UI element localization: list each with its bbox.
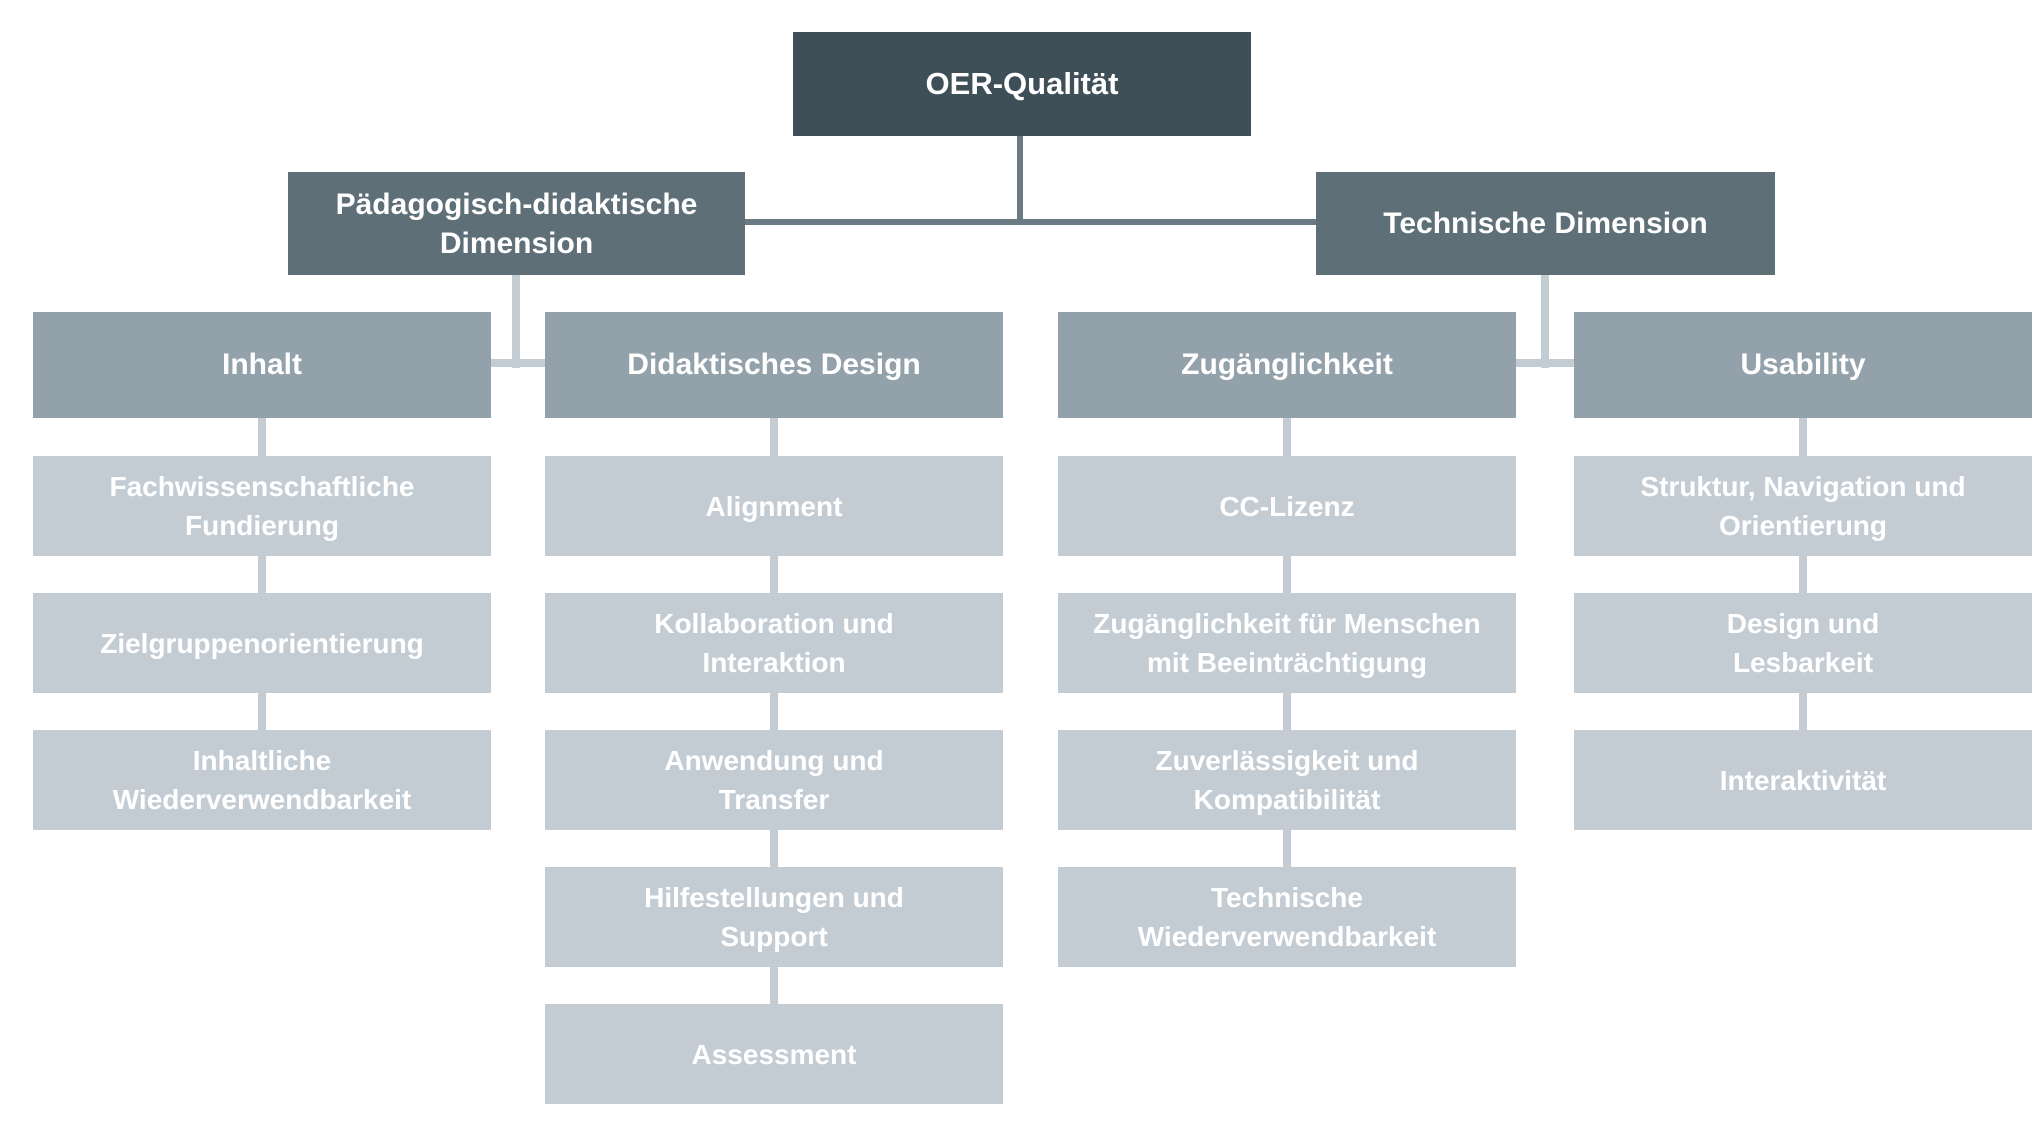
item-node-zuverlaessigkeit-und-kompatibilitaet: Zuverlässigkeit und Kompatibilität bbox=[1058, 730, 1516, 830]
item-node-struktur-navigation-orientierung: Struktur, Navigation und Orientierung bbox=[1574, 456, 2032, 556]
connector-paedagogisch-horizontal bbox=[491, 359, 545, 367]
root-node-oer-qualitaet: OER-Qualität bbox=[793, 32, 1251, 136]
item-node-inhaltliche-wiederverwendbarkeit: Inhaltliche Wiederverwendbarkeit bbox=[33, 730, 491, 830]
connector-item bbox=[770, 967, 778, 1004]
item-node-kollaboration-und-interaktion: Kollaboration und Interaktion bbox=[545, 593, 1003, 693]
item-node-assessment: Assessment bbox=[545, 1004, 1003, 1104]
category-node-inhalt: Inhalt bbox=[33, 312, 491, 418]
connector-technisch-vertical bbox=[1541, 275, 1549, 368]
connector-item bbox=[770, 418, 778, 456]
category-node-zugaenglichkeit: Zugänglichkeit bbox=[1058, 312, 1516, 418]
item-node-anwendung-und-transfer: Anwendung und Transfer bbox=[545, 730, 1003, 830]
connector-paedagogisch-vertical bbox=[512, 275, 520, 368]
item-node-cc-lizenz: CC-Lizenz bbox=[1058, 456, 1516, 556]
connector-technisch-horizontal bbox=[1516, 359, 1574, 367]
item-node-hilfestellungen-und-support: Hilfestellungen und Support bbox=[545, 867, 1003, 967]
connector-item bbox=[1799, 418, 1807, 456]
connector-item bbox=[1283, 830, 1291, 867]
connector-item bbox=[770, 556, 778, 593]
item-node-zielgruppenorientierung: Zielgruppenorientierung bbox=[33, 593, 491, 693]
item-node-design-und-lesbarkeit: Design und Lesbarkeit bbox=[1574, 593, 2032, 693]
connector-item bbox=[1799, 693, 1807, 730]
item-node-technische-wiederverwendbarkeit: Technische Wiederverwendbarkeit bbox=[1058, 867, 1516, 967]
category-node-usability: Usability bbox=[1574, 312, 2032, 418]
connector-item bbox=[770, 693, 778, 730]
category-node-didaktisches-design: Didaktisches Design bbox=[545, 312, 1003, 418]
connector-item bbox=[1799, 556, 1807, 593]
dimension-node-paedagogisch-didaktisch: Pädagogisch-didaktische Dimension bbox=[288, 172, 745, 275]
dimension-node-technisch: Technische Dimension bbox=[1316, 172, 1775, 275]
connector-item bbox=[1283, 418, 1291, 456]
connector-dimensions-horizontal bbox=[745, 219, 1316, 225]
item-node-zugaenglichkeit-fuer-menschen: Zugänglichkeit für Menschen mit Beeinträ… bbox=[1058, 593, 1516, 693]
item-node-interaktivitaet: Interaktivität bbox=[1574, 730, 2032, 830]
item-node-fachwissenschaftliche-fundierung: Fachwissenschaftliche Fundierung bbox=[33, 456, 491, 556]
connector-item bbox=[1283, 693, 1291, 730]
item-node-alignment: Alignment bbox=[545, 456, 1003, 556]
connector-item bbox=[258, 418, 266, 456]
connector-item bbox=[1283, 556, 1291, 593]
connector-item bbox=[258, 693, 266, 730]
connector-root-vertical bbox=[1017, 136, 1023, 222]
connector-item bbox=[770, 830, 778, 867]
connector-item bbox=[258, 556, 266, 593]
